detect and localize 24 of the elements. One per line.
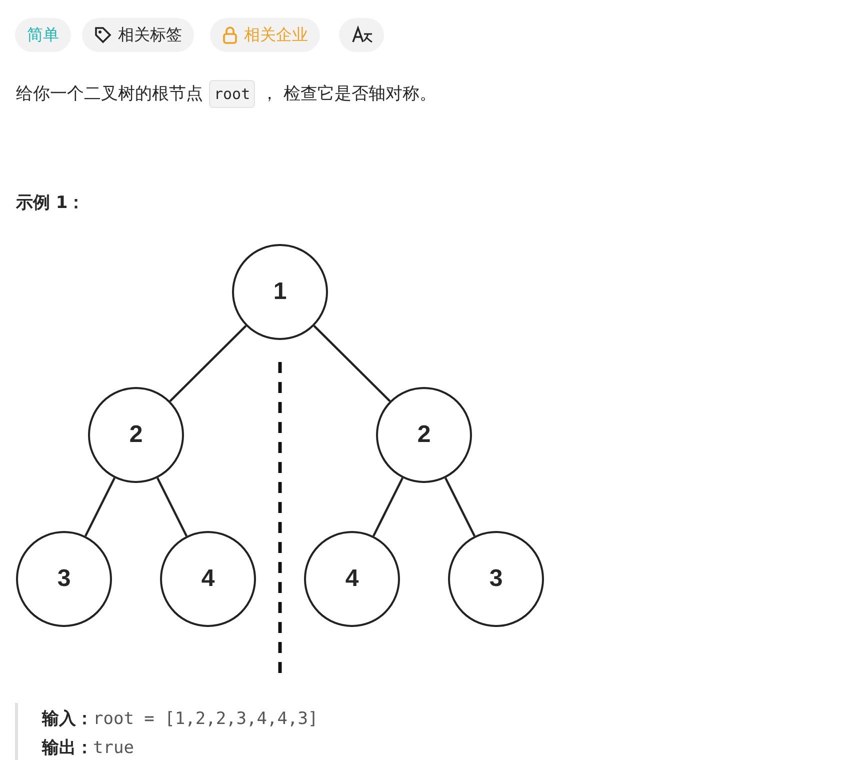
tree-edge	[444, 477, 476, 537]
description-text: 给你一个二叉树的根节点	[16, 83, 203, 106]
tree-node: 3	[16, 531, 112, 627]
tree-edge	[313, 325, 391, 402]
tree-node: 3	[448, 531, 544, 627]
code-value: true	[93, 738, 134, 758]
description-text: ， 检查它是否轴对称。	[261, 83, 437, 106]
tree-node: 2	[88, 387, 184, 483]
example-heading: 示例 1：	[16, 192, 85, 214]
tag-label: 相关标签	[118, 24, 182, 46]
inline-code: root	[209, 80, 256, 108]
tree-edge	[169, 325, 247, 402]
tag-label: 相关企业	[244, 24, 308, 46]
field-label: 输出：	[42, 738, 93, 758]
tree-edge	[84, 477, 116, 537]
tree-edge	[372, 477, 404, 537]
field-label: 输入：	[42, 709, 93, 729]
difficulty-tag: 简单	[15, 18, 71, 52]
code-value: root = [1,2,2,3,4,4,3]	[93, 709, 318, 729]
tree-node: 4	[304, 531, 400, 627]
tree-node: 4	[160, 531, 256, 627]
tree-node: 2	[376, 387, 472, 483]
tree-node: 1	[232, 244, 328, 340]
tree-edge	[156, 477, 188, 537]
